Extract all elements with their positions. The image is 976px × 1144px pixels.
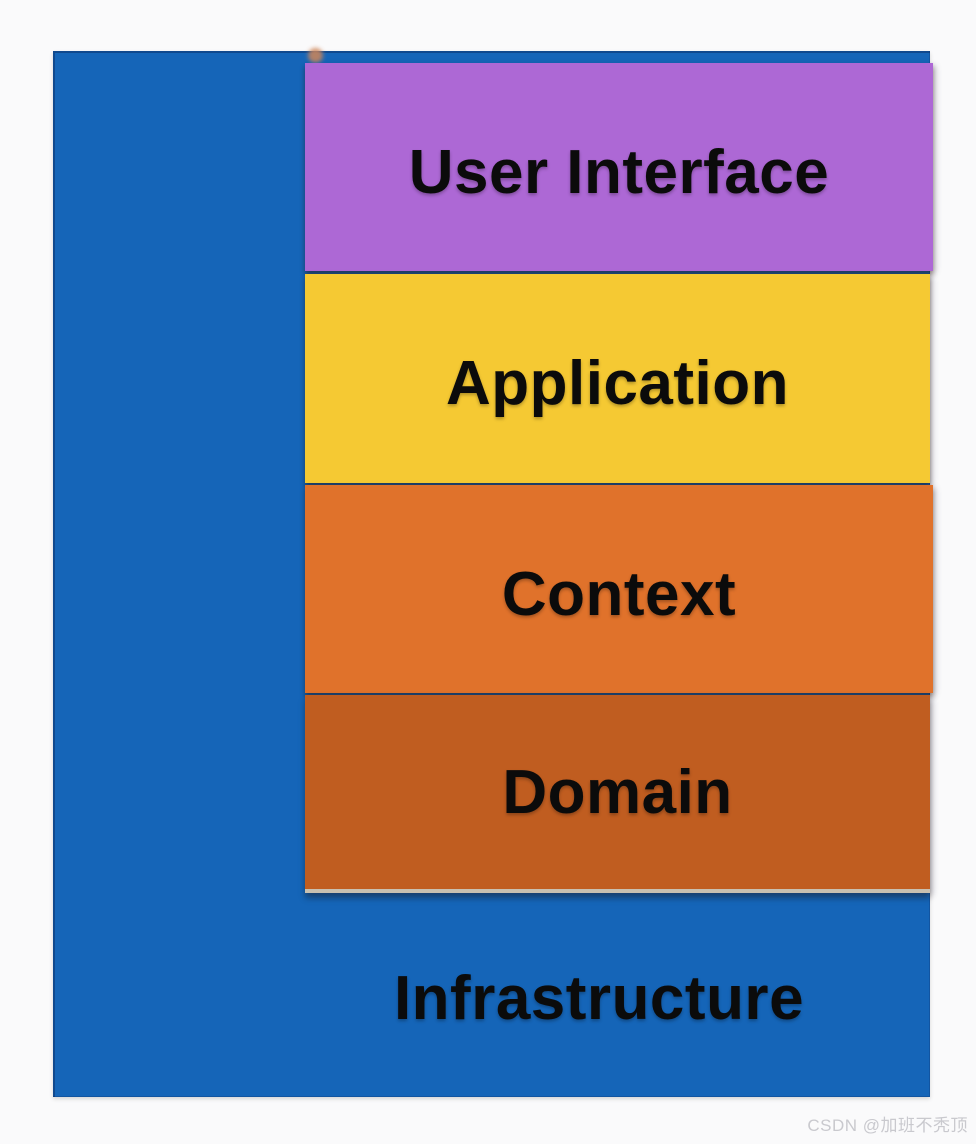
layer-domain-label: Domain: [502, 757, 733, 827]
layer-infrastructure-label: Infrastructure: [393, 963, 805, 1033]
layer-context-label: Context: [501, 559, 737, 629]
artifact-smudge: [308, 48, 323, 63]
infrastructure-label-zone: Infrastructure: [285, 893, 913, 1097]
csdn-watermark: CSDN @加班不秃顶: [807, 1116, 968, 1135]
layer-context: Context: [305, 485, 933, 693]
layer-domain: Domain: [305, 695, 930, 893]
layer-application-label: Application: [445, 349, 790, 418]
layer-user-interface-label: User Interface: [408, 137, 830, 207]
layer-user-interface: User Interface: [305, 63, 933, 271]
layer-application: Application: [305, 274, 930, 483]
